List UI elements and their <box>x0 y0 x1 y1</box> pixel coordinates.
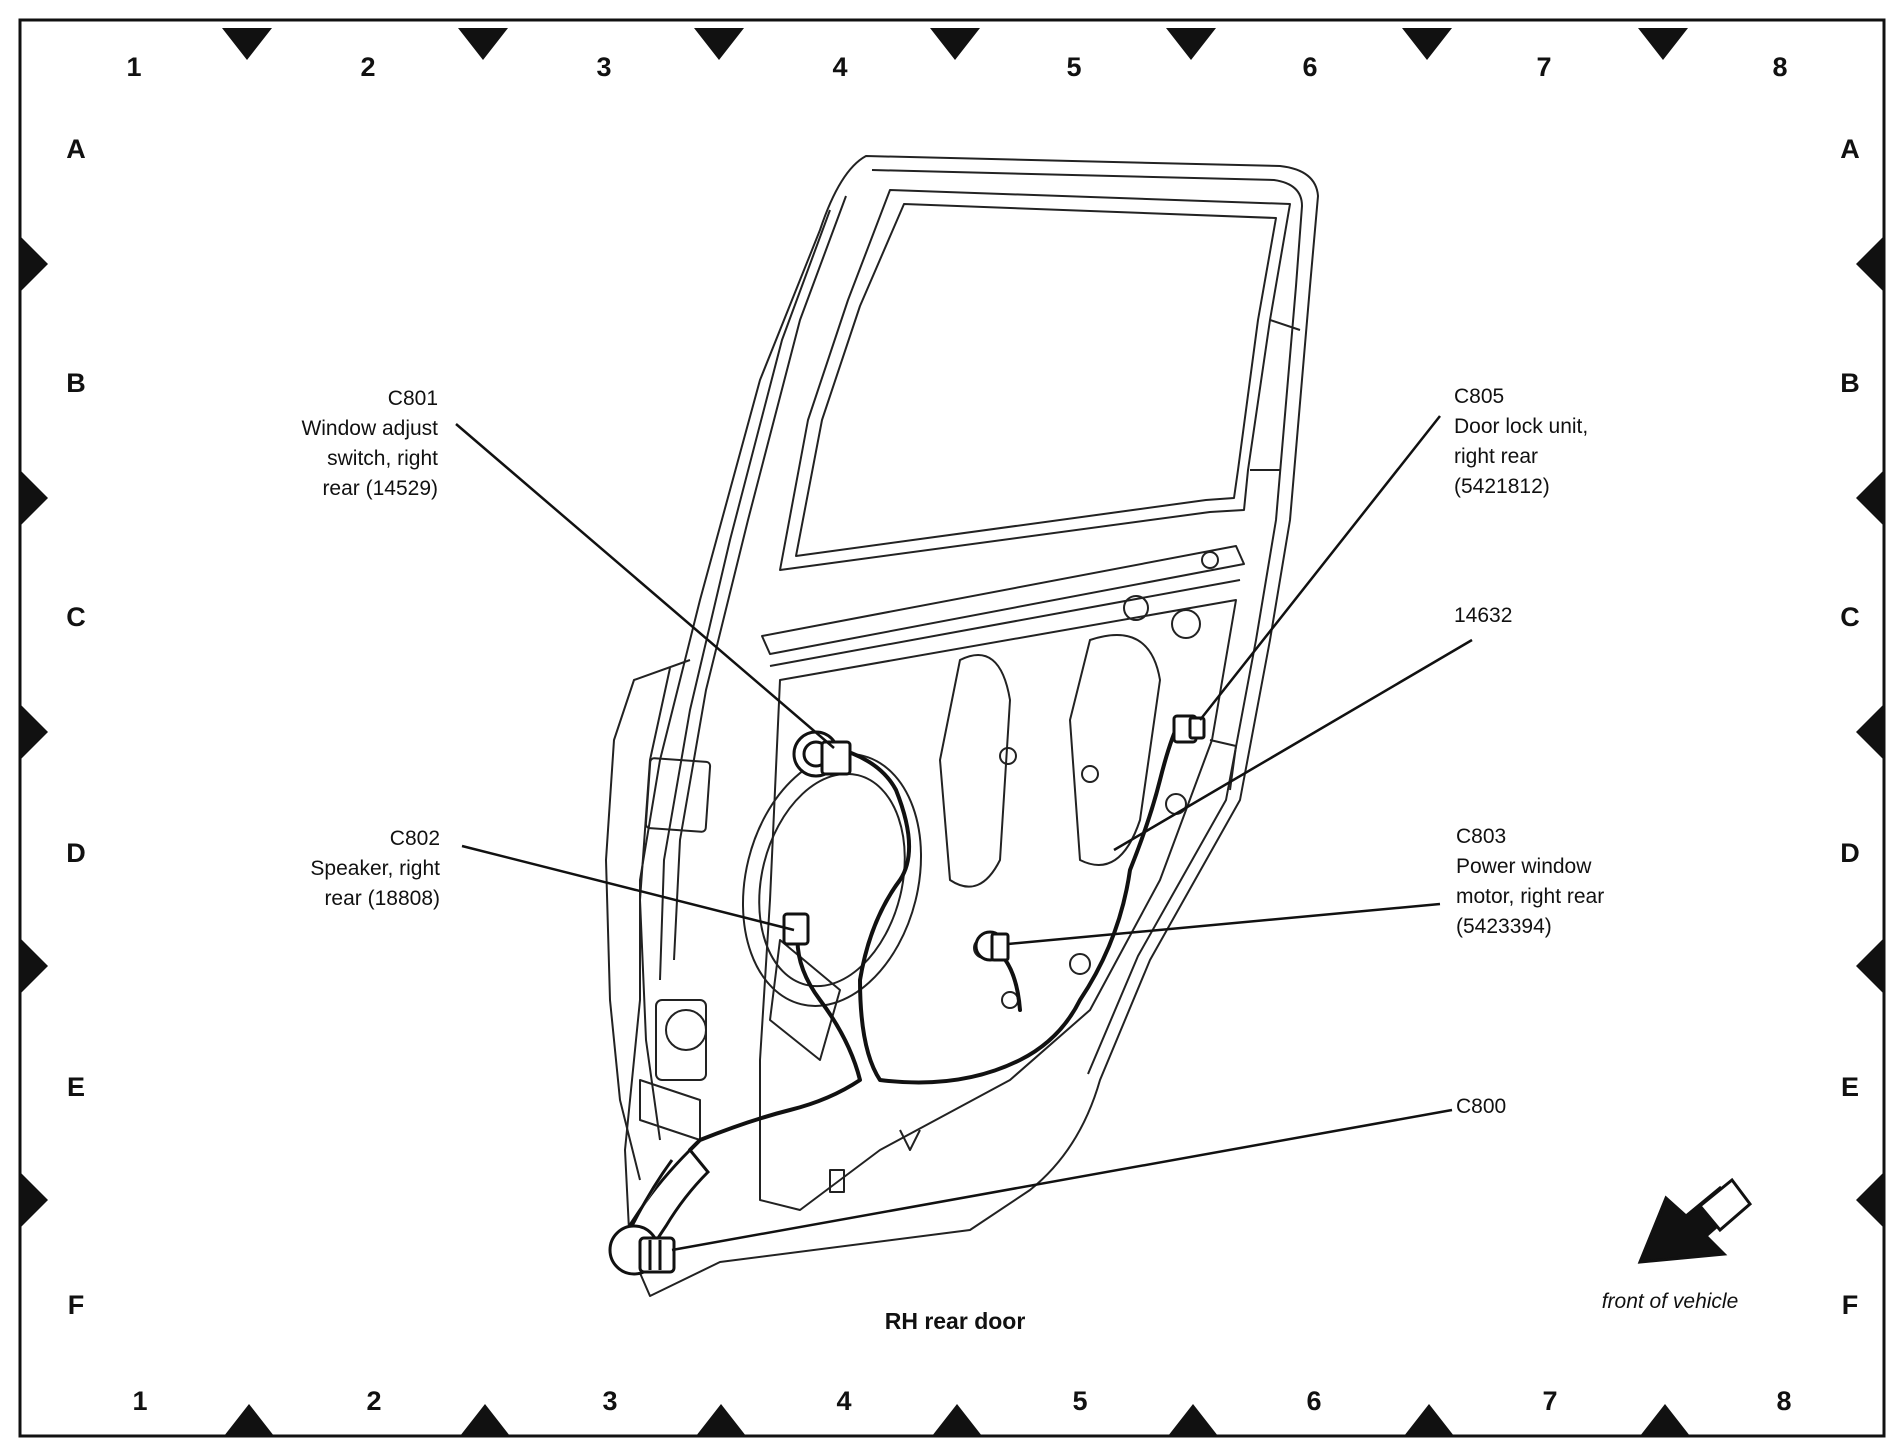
callout-c803-line-1: Power window <box>1456 855 1592 878</box>
grid-col-bottom-7: 7 <box>1542 1386 1558 1416</box>
callout-14632: 14632 <box>1454 601 1512 631</box>
grid-row-left-f: F <box>67 1290 85 1320</box>
left-grid-markers <box>20 236 48 1228</box>
callout-c800: C800 <box>1456 1092 1506 1122</box>
callout-c803-id: C803 <box>1456 825 1507 848</box>
grid-col-top-2: 2 <box>360 52 376 82</box>
grid-col-bottom-4: 4 <box>836 1386 852 1416</box>
callout-c801-id: C801 <box>387 387 438 410</box>
grid-row-left-c: C <box>66 602 86 632</box>
grid-col-top-1: 1 <box>126 52 142 82</box>
callout-c802: C802 Speaker, right rear (18808) <box>310 824 440 914</box>
grid-col-bottom-5: 5 <box>1072 1386 1088 1416</box>
callout-c800-id: C800 <box>1456 1095 1507 1118</box>
callout-c802-id: C802 <box>389 827 440 850</box>
grid-col-bottom-8: 8 <box>1776 1386 1792 1416</box>
callout-c803-line-2: motor, right rear <box>1456 885 1605 908</box>
grid-col-bottom-3: 3 <box>602 1386 618 1416</box>
grid-row-right-c: C <box>1840 602 1860 632</box>
grid-row-right-a: A <box>1840 134 1860 164</box>
grid-col-top-3: 3 <box>596 52 612 82</box>
callout-c802-line-2: rear (18808) <box>324 887 440 910</box>
callout-c805-line-2: right rear <box>1454 445 1539 468</box>
callout-c803: C803 Power window motor, right rear (542… <box>1456 822 1604 942</box>
grid-row-right-d: D <box>1840 838 1860 868</box>
leader-lines <box>455 415 1473 1252</box>
bottom-grid-markers <box>224 1404 1690 1436</box>
top-grid-markers <box>222 28 1688 60</box>
callout-c802-line-1: Speaker, right <box>310 857 440 880</box>
grid-row-right-f: F <box>1841 1290 1859 1320</box>
grid-row-right-e: E <box>1840 1072 1859 1102</box>
grid-col-top-7: 7 <box>1536 52 1552 82</box>
connector-c805 <box>1172 714 1206 744</box>
callout-c805-line-3: (5421812) <box>1454 475 1550 498</box>
door-frame <box>605 155 1319 1297</box>
callout-14632-id: 14632 <box>1454 604 1513 627</box>
grid-col-bottom-1: 1 <box>132 1386 148 1416</box>
grid-col-top-6: 6 <box>1302 52 1318 82</box>
sheet-border <box>18 18 1886 1438</box>
callout-c805-line-1: Door lock unit, <box>1454 415 1589 438</box>
grid-col-top-8: 8 <box>1772 52 1788 82</box>
grid-row-left-a: A <box>66 134 86 164</box>
grid-row-right-b: B <box>1840 368 1860 398</box>
callout-c801-line-3: rear (14529) <box>322 477 438 500</box>
front-arrow <box>1637 1177 1753 1264</box>
grid-col-top-5: 5 <box>1066 52 1082 82</box>
grid-row-left-d: D <box>66 838 86 868</box>
grid-col-bottom-2: 2 <box>366 1386 382 1416</box>
grid-row-left-b: B <box>66 368 86 398</box>
connector-c800 <box>608 1224 676 1276</box>
callout-c805: C805 Door lock unit, right rear (5421812… <box>1454 382 1588 502</box>
callout-c801: C801 Window adjust switch, right rear (1… <box>301 384 438 504</box>
right-grid-markers <box>1856 236 1884 1228</box>
grid-col-top-4: 4 <box>832 52 848 82</box>
front-of-vehicle-label: front of vehicle <box>1601 1290 1739 1313</box>
grid-row-left-e: E <box>66 1072 85 1102</box>
connector-c803 <box>974 930 1010 962</box>
diagram-caption: RH rear door <box>884 1308 1026 1334</box>
grid-col-bottom-6: 6 <box>1306 1386 1322 1416</box>
callout-c803-line-3: (5423394) <box>1456 915 1552 938</box>
callout-c801-line-1: Window adjust <box>301 417 438 440</box>
connector-c802 <box>782 912 810 946</box>
callout-c801-line-2: switch, right <box>327 447 438 470</box>
callout-c805-id: C805 <box>1454 385 1505 408</box>
